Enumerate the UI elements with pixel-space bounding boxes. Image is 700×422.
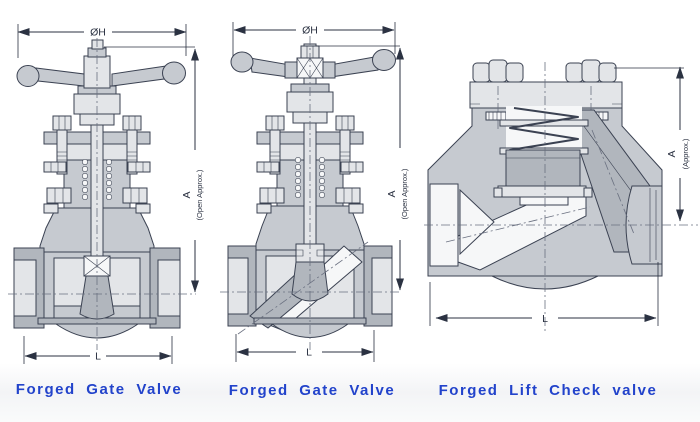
dimension-height: A (Approx.) [614,66,690,222]
yoke-bolt-right [335,115,355,175]
gate-valve-1-drawing: ØH A (Open Approx.) L [8,24,204,364]
handwheel [16,39,186,89]
handwheel [230,45,396,79]
dimension-diameter: ØH [17,24,187,58]
bonnet-nuts [256,187,364,214]
dimension-height: A (Open Approx.) [104,46,204,293]
dimension-length: L [235,330,375,362]
yoke-bolt-left [265,115,285,175]
dimension-length: L [429,262,659,326]
gate-valve-2-drawing: ØH A (Open Approx.) L [220,22,409,362]
dim-length-label-2: L [306,347,312,359]
lift-check-valve-drawing: A (Approx.) L [424,59,698,332]
dim-height-label-2: A [386,190,398,197]
inlet-cone [459,188,495,256]
yoke-bolt-left [52,115,72,175]
valve-drawings: ØH A (Open Approx.) L [8,22,698,364]
centerlines [220,36,402,350]
flow-centerline [445,206,591,243]
stem-packing [294,157,325,199]
body-bottom-bulge [491,275,599,290]
cover-bolt-right [565,59,617,83]
dim-length-label-1: L [95,351,101,363]
valve-title-1: Forged Gate Valve [15,381,183,398]
piston [493,149,593,206]
dimension-length: L [23,336,173,364]
bonnet-nuts [43,187,151,214]
dim-diameter-label-1: ØH [90,27,106,39]
gland-bolts [256,161,364,173]
stem-packing [82,159,113,201]
socket-end-right [625,185,663,265]
yoke-bolt-right [122,115,142,175]
spring [499,106,589,155]
dimension-diameter: ØH [232,22,396,56]
valve-title-2: Forged Gate Valve [228,382,396,399]
dim-height-label-1: A [181,191,193,198]
dim-length-label-3: L [542,313,548,325]
dim-diameter-label-2: ØH [302,25,318,37]
centerlines [424,62,698,332]
valve-title-3: Forged Lift Check valve [438,382,658,399]
dim-height-note-1: (Open Approx.) [195,169,204,220]
cover-bolt-left [472,59,524,83]
dim-height-note-2: (Open Approx.) [400,168,409,219]
dim-height-note-3: (Approx.) [681,138,690,169]
dim-height-label-3: A [666,150,678,157]
bonnet-cover [469,81,623,109]
flow-centerline [237,241,369,335]
gland-bolts [43,161,151,173]
dimension-height: A (Open Approx.) [316,45,409,291]
centerlines [8,38,196,350]
